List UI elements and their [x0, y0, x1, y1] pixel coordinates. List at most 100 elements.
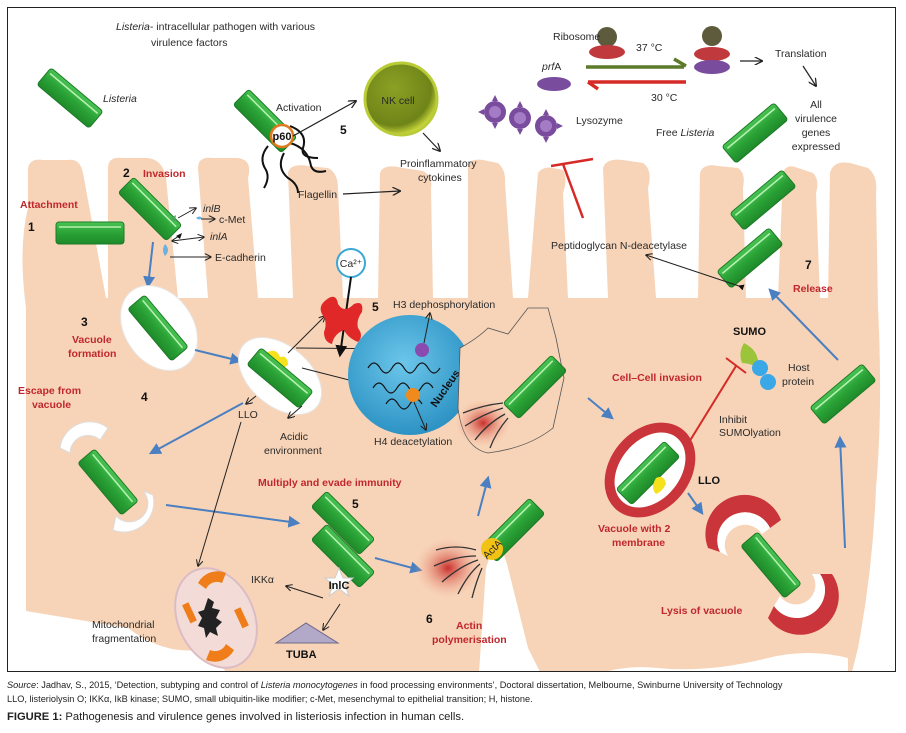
sumo-host-protein: [740, 343, 776, 390]
inlB-label: inlB: [203, 203, 221, 215]
abbreviations-line: LLO, listeriolysin O; IKKα, IkB kinase; …: [7, 693, 533, 704]
c-met-label: c-Met: [219, 214, 245, 226]
listeria-bacterium-free: [36, 66, 104, 130]
sumo-label: SUMO: [733, 326, 766, 338]
prfA-label: prfA: [541, 61, 561, 73]
ribosome-bound: [694, 26, 730, 74]
all-genes-label-4: expressed: [792, 141, 841, 153]
acidic-label-1: Acidic: [280, 431, 308, 443]
calcium-label: Ca²⁺: [340, 258, 363, 270]
inlc-star: InlC: [323, 566, 355, 598]
inhibit-label-1: Inhibit: [719, 414, 747, 426]
p60-marker: [269, 123, 295, 149]
free-listeria-bacterium: [721, 101, 789, 165]
source-line: Source: Jadhav, S., 2015, ‘Detection, su…: [7, 680, 783, 690]
escape-to-multiply-arrow: [165, 504, 301, 528]
lysozyme-cluster: [478, 95, 563, 143]
invasion-label: Invasion: [143, 168, 186, 180]
double-membrane-vacuole: [604, 422, 696, 518]
inlc-label: InlC: [329, 580, 350, 592]
attached-bacterium: [55, 221, 125, 245]
invasion-to-vacuole-arrow: [143, 241, 156, 289]
step-5-multiply: 5: [352, 497, 359, 511]
figure-title: FIGURE 1: Pathogenesis and virulence gen…: [7, 711, 465, 723]
mitochondrion: [174, 567, 258, 669]
translation-to-genes-arrow: [802, 65, 816, 86]
vacuole-formation-label-2: formation: [68, 348, 116, 360]
llo-bold-label: LLO: [698, 475, 720, 487]
all-genes-label-3: genes: [802, 127, 831, 139]
escaping-bacterium: [59, 421, 155, 533]
acidic-vacuole: [237, 337, 323, 415]
lysozyme-inhibition: [550, 157, 594, 219]
host-protein-label-1: Host: [788, 362, 810, 374]
nk-cell: NK cell: [363, 61, 439, 137]
llo-label: LLO: [238, 409, 258, 421]
to-escape-arrow: [148, 402, 244, 455]
temp-37-label: 37 °C: [636, 42, 663, 54]
title-line-1: Listeria- intracellular pathogen with va…: [116, 21, 315, 33]
flagellin-label: Flagellin: [298, 189, 337, 201]
cell-cell-invasion-label: Cell–Cell invasion: [612, 372, 702, 384]
actin-label-2: polymerisation: [432, 634, 507, 646]
multiply-label: Multiply and evade immunity: [258, 477, 402, 489]
attachment-label: Attachment: [20, 199, 78, 211]
ribosome-free: [589, 27, 625, 59]
mito-label-1: Mitochondrial: [92, 619, 154, 631]
pathogenesis-diagram: Listeria- intracellular pathogen with va…: [8, 21, 881, 671]
vacuole-formation-label-1: Vacuole: [72, 334, 112, 346]
source-label: Source: [7, 680, 37, 690]
inlA-label: inlA: [210, 231, 228, 243]
acta-marker: [481, 538, 503, 560]
step-5-nk: 5: [340, 123, 347, 137]
step-2: 2: [123, 166, 130, 180]
temp-30-label: 30 °C: [651, 92, 678, 104]
host-protein-label-2: protein: [782, 376, 814, 388]
translation-label: Translation: [775, 48, 827, 60]
listeria-label: Listeria: [103, 93, 137, 105]
step-7: 7: [805, 258, 812, 272]
step-5-ca: 5: [372, 300, 379, 314]
lysed-vacuole: [705, 494, 839, 635]
peptidoglycan-arrow: [646, 255, 739, 286]
actin-tail: [414, 538, 482, 598]
activation-arrow: [292, 101, 356, 137]
inhibit-label-2: SUMOlyation: [719, 427, 781, 439]
tuba-label: TUBA: [286, 649, 317, 661]
title-line-2: virulence factors: [151, 37, 227, 49]
vacuole-2-membrane-label-1: Vacuole with 2: [598, 523, 671, 535]
ikka-label: IKKα: [251, 574, 274, 586]
peptidoglycan-label: Peptidoglycan N-deacetylase: [551, 240, 687, 252]
figure-caption: Source: Jadhav, S., 2015, ‘Detection, su…: [7, 679, 897, 723]
activation-label: Activation: [276, 102, 322, 114]
h3-label: H3 dephosphorylation: [393, 299, 495, 311]
ribosome-label: Ribosome: [553, 31, 600, 43]
step-4: 4: [141, 390, 148, 404]
proinflammatory-label-2: cytokines: [418, 172, 462, 184]
vacuole-with-bacterium: [120, 285, 198, 371]
actin-label-1: Actin: [456, 620, 482, 632]
proinflammatory-label-1: Proinflammatory: [400, 158, 477, 170]
flagellated-bacterium: p60: [232, 88, 327, 194]
prfA-mRNA: [537, 77, 571, 91]
escape-label-2: vacuole: [32, 399, 71, 411]
release-label: Release: [793, 283, 833, 295]
lysis-label: Lysis of vacuole: [661, 605, 742, 617]
h4-label: H4 deacetylation: [374, 436, 452, 448]
vacuole-2-membrane-label-2: membrane: [612, 537, 665, 549]
flagellin-arrow: [342, 191, 400, 194]
p60-label: p60: [273, 131, 292, 143]
nk-cell-label: NK cell: [381, 95, 414, 107]
ion-channel: [320, 296, 363, 344]
llo-to-mito-arrow: [198, 421, 242, 566]
figure-number: FIGURE 1:: [7, 711, 63, 723]
step-3: 3: [81, 315, 88, 329]
step-1: 1: [28, 220, 35, 234]
all-genes-label-1: All: [810, 99, 822, 111]
vacuole-to-acid-arrow: [194, 349, 243, 365]
all-genes-label-2: virulence: [795, 113, 837, 125]
tuba-shape: [274, 622, 340, 644]
nk-to-cytokine-arrow: [422, 132, 440, 151]
free-listeria-label: Free Listeria: [656, 127, 715, 139]
nucleus: Nucleus: [348, 315, 472, 435]
